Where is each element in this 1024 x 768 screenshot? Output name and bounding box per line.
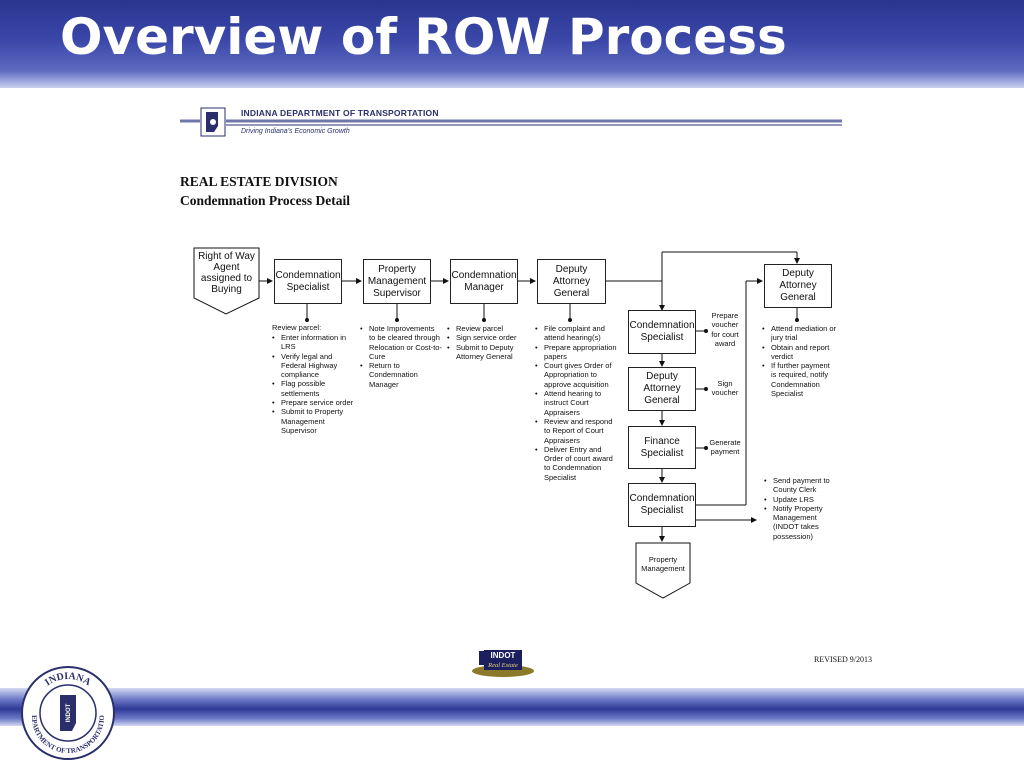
list-item: Review and respond to Report of Court Ap… bbox=[535, 417, 618, 445]
deputy-attorney-general-box-3: Deputy Attorney General bbox=[764, 264, 832, 308]
list-item: Update LRS bbox=[764, 495, 839, 505]
cm-notes-list: Review parcel Sign service order Submit … bbox=[447, 324, 537, 361]
footer-band bbox=[0, 688, 1024, 726]
indot-seal-icon: INDIANA DEPARTMENT OF TRANSPORTATION IND… bbox=[20, 665, 115, 760]
condemnation-manager-box: Condemnation Manager bbox=[450, 259, 518, 304]
list-item: If further payment is required, notify C… bbox=[762, 361, 837, 398]
cs1-notes-list: Enter information in LRS Verify legal an… bbox=[272, 333, 354, 435]
list-item: Attend mediation or jury trial bbox=[762, 324, 837, 343]
condemnation-specialist-box-1: Condemnation Specialist bbox=[274, 259, 342, 304]
list-item: Prepare service order bbox=[272, 398, 354, 408]
dag1-notes-list: File complaint and attend hearing(s) Pre… bbox=[535, 324, 618, 482]
deputy-attorney-general-box-1: Deputy Attorney General bbox=[537, 259, 606, 304]
list-item: Return to Condemnation Manager bbox=[360, 361, 442, 389]
division-title: REAL ESTATE DIVISION bbox=[180, 174, 338, 189]
list-item: Submit to Deputy Attorney General bbox=[447, 343, 537, 362]
dag3-notes-list: Attend mediation or jury trial Obtain an… bbox=[762, 324, 837, 398]
agency-name: INDIANA DEPARTMENT OF TRANSPORTATION bbox=[241, 108, 439, 118]
list-item: Attend hearing to instruct Court Apprais… bbox=[535, 389, 618, 417]
list-item: Submit to Property Management Supervisor bbox=[272, 407, 354, 435]
property-management-supervisor-box: Property Management Supervisor bbox=[363, 259, 431, 304]
indot-mini-logo-icon bbox=[200, 107, 226, 137]
deputy-attorney-general-box-2: Deputy Attorney General bbox=[628, 367, 696, 411]
list-item: Review parcel bbox=[447, 324, 537, 334]
list-item: Send payment to County Clerk bbox=[764, 476, 839, 495]
process-title: Condemnation Process Detail bbox=[180, 193, 350, 208]
list-item: Obtain and report verdict bbox=[762, 343, 837, 362]
finance-specialist-box: Finance Specialist bbox=[628, 426, 696, 469]
start-agent-label: Right of Way Agent assigned to Buying bbox=[198, 251, 255, 295]
pms-notes-list: Note Improvements to be cleared through … bbox=[360, 324, 442, 389]
list-item: Flag possible settlements bbox=[272, 379, 354, 398]
re-logo-text-1: INDOT bbox=[491, 651, 516, 660]
list-item: File complaint and attend hearing(s) bbox=[535, 324, 618, 343]
agency-tagline: Driving Indiana's Economic Growth bbox=[241, 128, 350, 135]
seal-text-center: INDOT bbox=[66, 703, 72, 722]
list-item: Enter information in LRS bbox=[272, 333, 354, 352]
list-item: Note Improvements to be cleared through … bbox=[360, 324, 442, 361]
revised-date: REVISED 9/2013 bbox=[814, 655, 872, 664]
fs-side-note: Generate payment bbox=[709, 438, 741, 457]
end-property-management-label: Property Management bbox=[641, 555, 685, 573]
title-bar: Overview of ROW Process bbox=[0, 0, 1024, 88]
re-logo-text-2: Real Estate bbox=[487, 662, 518, 669]
condemnation-specialist-box-2: Condemnation Specialist bbox=[628, 310, 696, 354]
list-item: Notify Property Management (INDOT takes … bbox=[764, 504, 839, 541]
cs3-notes-list: Send payment to County Clerk Update LRS … bbox=[764, 476, 839, 541]
list-item: Deliver Entry and Order of court award t… bbox=[535, 445, 618, 482]
list-item: Verify legal and Federal Highway complia… bbox=[272, 352, 354, 380]
list-item: Prepare appropriation papers bbox=[535, 343, 618, 362]
slide-title: Overview of ROW Process bbox=[60, 8, 787, 66]
dag2-side-note: Sign voucher bbox=[711, 379, 739, 398]
list-item: Sign service order bbox=[447, 333, 537, 343]
condemnation-specialist-box-3: Condemnation Specialist bbox=[628, 483, 696, 527]
cs1-notes-heading: Review parcel: bbox=[272, 323, 322, 332]
indot-real-estate-logo: INDOT Real Estate bbox=[472, 650, 534, 677]
cs2-side-note: Prepare voucher for court award bbox=[711, 311, 739, 348]
list-item: Court gives Order of Appropriation to ap… bbox=[535, 361, 618, 389]
